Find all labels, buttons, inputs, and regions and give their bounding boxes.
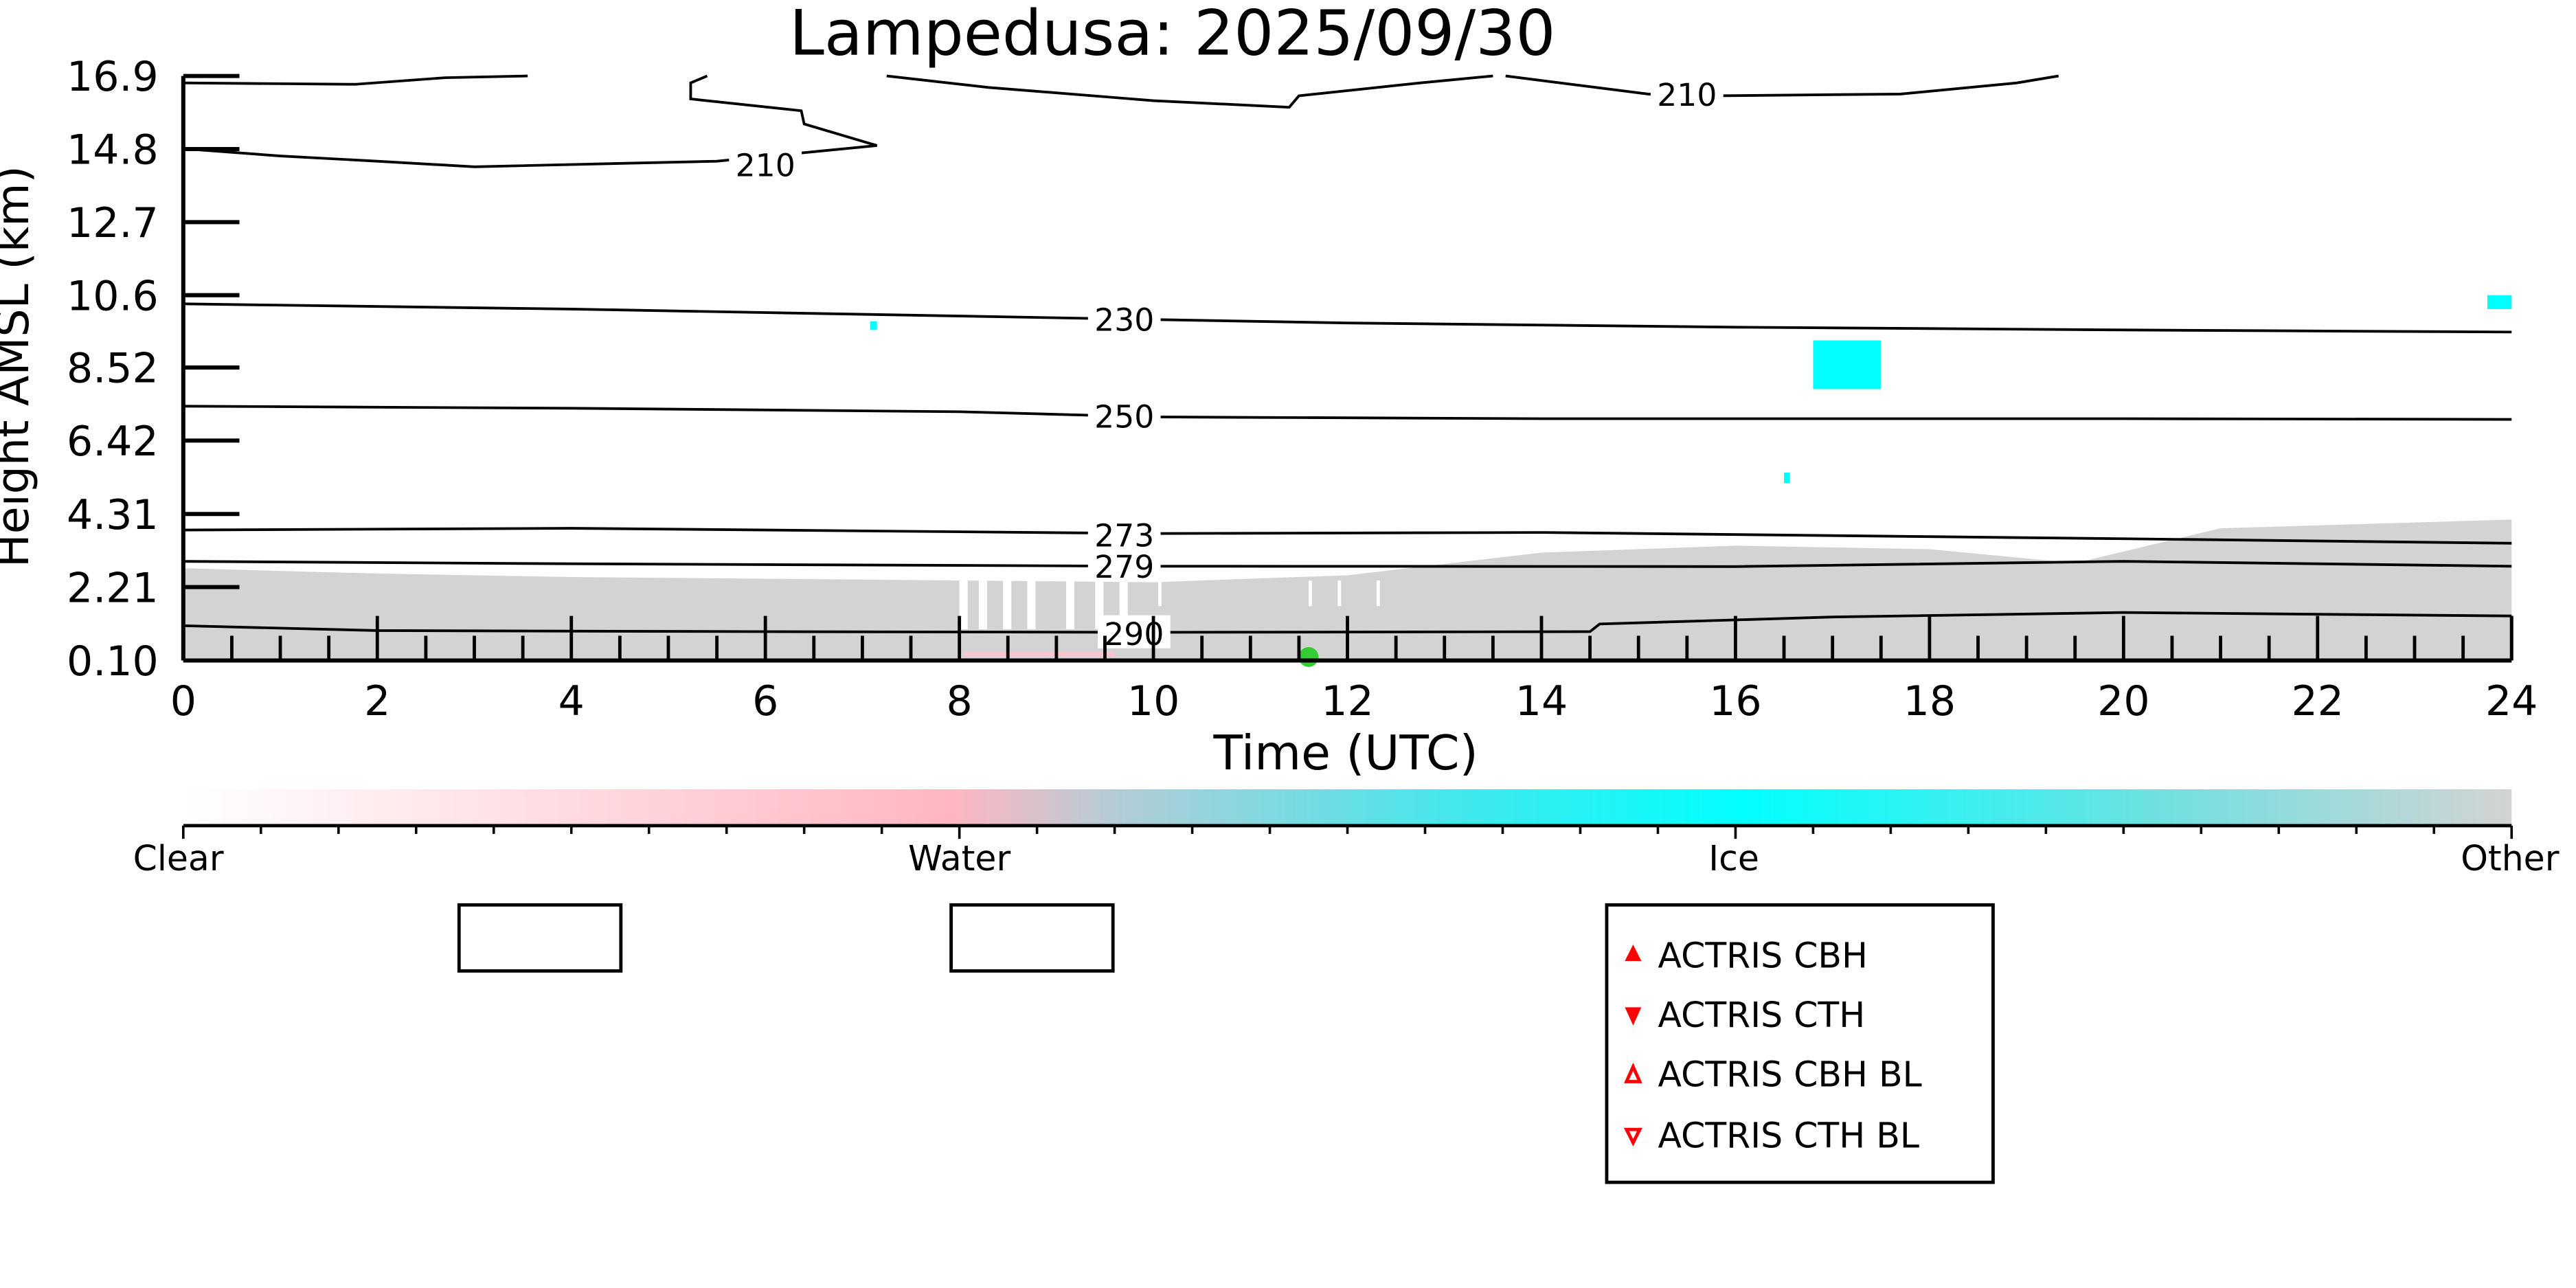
x-tick-label: 10 (1127, 677, 1179, 725)
x-tick-label: 6 (752, 677, 778, 725)
x-tick-label: 20 (2097, 677, 2149, 725)
data-gap (1003, 580, 1012, 629)
x-tick-label: 2 (364, 677, 390, 725)
colorbar-ticks (182, 825, 2513, 839)
colorbar-label-clear: Clear (133, 838, 224, 879)
data-gap (1376, 580, 1380, 607)
y-tick-label: 12.7 (67, 199, 159, 247)
x-axis-label: Time (UTC) (1212, 725, 1478, 781)
triangle-down-filled-icon (1625, 1007, 1642, 1026)
chart-title: Lampedusa: 2025/09/30 (789, 0, 1556, 69)
triangle-down-open-icon (1623, 1127, 1642, 1146)
colorbar: Clear Water Ice Other (133, 789, 2560, 879)
x-tick-label: 8 (947, 677, 973, 725)
triangle-up-open-icon (1624, 1062, 1642, 1083)
x-tick-label: 16 (1709, 677, 1761, 725)
data-gap (1158, 580, 1162, 607)
ice-class-patch (1813, 340, 1882, 389)
contour-label-bg (729, 146, 802, 180)
legend-item-label: ACTRIS CBH BL (1658, 1054, 1921, 1095)
contour-label-bg (1650, 76, 1724, 109)
colorbar-gradient (183, 789, 2512, 826)
contour-line-210 (886, 74, 1493, 109)
contour-line-250 (183, 405, 2512, 421)
y-tick-label: 2.21 (67, 564, 159, 612)
y-tick-label: 16.9 (67, 53, 159, 101)
data-gap (1309, 580, 1312, 607)
y-tick-label: 6.42 (67, 418, 159, 466)
x-tick-label: 18 (1903, 677, 1956, 725)
contour-line-279 (183, 560, 2512, 568)
empty-legend-box-1 (457, 903, 623, 973)
legend-item-label: ACTRIS CTH (1658, 995, 1865, 1035)
contour-line-210 (183, 74, 528, 86)
contour-label: 279 (1094, 549, 1154, 585)
contour-label-bg (1087, 398, 1161, 431)
contour-line-210 (1505, 74, 2059, 98)
y-tick-label: 0.10 (67, 637, 159, 686)
x-tick-label: 12 (1321, 677, 1373, 725)
data-gap (978, 580, 987, 629)
water-class-speckle (964, 651, 1115, 657)
ice-class-patch (2487, 295, 2512, 309)
empty-legend-box-2 (949, 903, 1115, 973)
ice-class-patch (870, 321, 877, 330)
x-tick-label: 0 (170, 677, 196, 725)
contour-label-bg (1087, 301, 1161, 335)
triangle-up-filled-icon (1625, 945, 1642, 962)
contour-label: 210 (1657, 77, 1717, 113)
y-tick-label: 10.6 (67, 272, 159, 320)
legend-item-label: ACTRIS CTH BL (1658, 1116, 1919, 1156)
contour-line-273 (183, 527, 2512, 545)
ice-class-patch (1784, 473, 1790, 484)
y-tick-label: 14.8 (67, 126, 159, 174)
x-tick-label: 22 (2292, 677, 2344, 725)
contour-label-bg (1087, 517, 1161, 550)
x-tick-label: 14 (1515, 677, 1568, 725)
contour-label: 230 (1094, 302, 1154, 339)
legend: ACTRIS CBH ACTRIS CTH ACTRIS CBH BL ACTR… (1605, 903, 1995, 1184)
contour-label-bg (1097, 615, 1171, 648)
x-tick-label: 24 (2485, 677, 2538, 725)
contour-label: 210 (736, 148, 795, 184)
contour-line-290 (183, 611, 2512, 634)
colorbar-label-ice: Ice (1708, 838, 1759, 879)
contour-label-bg (1087, 547, 1161, 582)
data-gap (959, 580, 968, 629)
y-axis-label: Height AMSL (km) (0, 166, 39, 567)
legend-frame (1605, 903, 1995, 1184)
contour-line-230 (183, 302, 2512, 334)
colorbar-label-other: Other (2461, 838, 2560, 879)
x-tick-label: 4 (558, 677, 585, 725)
green-marker (1298, 647, 1319, 667)
colorbar-label-water: Water (908, 838, 1010, 879)
data-gap (1027, 580, 1036, 629)
data-gap (1337, 580, 1342, 607)
legend-item-label: ACTRIS CBH (1658, 936, 1868, 976)
contour-line-210 (183, 74, 878, 168)
y-tick-label: 8.52 (67, 345, 159, 393)
contour-label: 250 (1094, 398, 1154, 435)
y-tick-label: 4.31 (67, 491, 159, 539)
contour-label: 273 (1094, 518, 1154, 554)
data-gap (1065, 580, 1075, 629)
